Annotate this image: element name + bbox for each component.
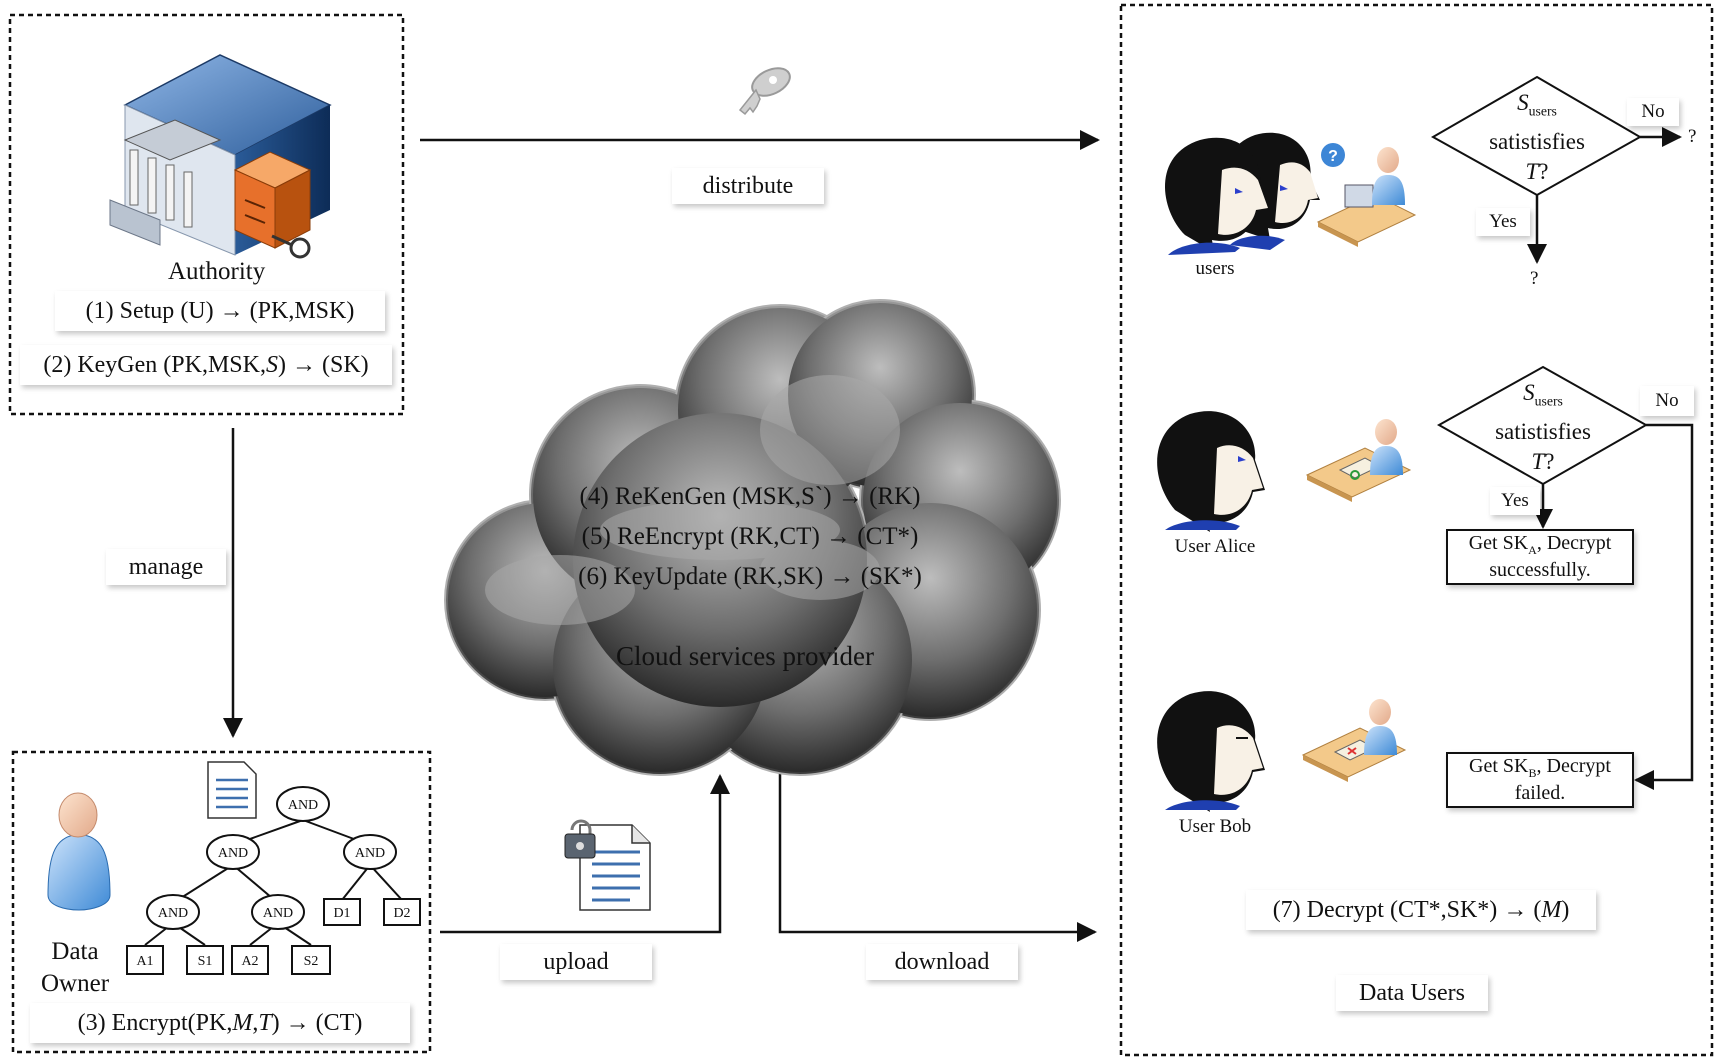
success-box: Get SKA, Decrypt successfully. xyxy=(1446,529,1634,585)
upload-arrow xyxy=(440,774,730,934)
key-icon xyxy=(738,67,791,116)
tree-leaf-s1 xyxy=(186,945,224,975)
bob-desk-icon xyxy=(1301,699,1407,782)
users-label: users xyxy=(1195,258,1235,279)
upload-label: upload xyxy=(500,944,652,980)
bob-head-icon xyxy=(1157,691,1265,812)
tree-node-left-right-label: AND xyxy=(263,906,293,921)
setup-input: (U) xyxy=(180,298,214,324)
users-yes-result: ? xyxy=(1530,268,1539,289)
tree-leaf-d2-label: D2 xyxy=(393,906,410,921)
cloud-icon xyxy=(444,299,1061,776)
tree-leaf-a2 xyxy=(231,945,269,975)
alice-condition: Susers satistisfies T? xyxy=(1495,380,1591,474)
tree-leaf-s1-label: S1 xyxy=(198,954,213,969)
tree-node-left xyxy=(206,834,260,870)
tree-node-left-label: AND xyxy=(218,846,248,861)
data-owner-label: Data Owner xyxy=(40,938,110,997)
users-yes-label: Yes xyxy=(1476,208,1530,236)
keyupdate-step: (6) KeyUpdate (RK,SK) → (SK*) xyxy=(578,563,922,590)
keygen-input: (PK,MSK,S) xyxy=(163,352,286,378)
users-group-icon xyxy=(1165,132,1320,255)
data-owner-person-icon xyxy=(47,792,111,911)
alice-label: User Alice xyxy=(1174,536,1256,557)
tree-leaf-d1 xyxy=(323,898,361,926)
setup-step: (1) Setup (U) → (PK,MSK) xyxy=(55,291,385,331)
tree-leaf-d1-label: D1 xyxy=(333,906,350,921)
arrow-symbol: → xyxy=(219,298,244,324)
manage-label: manage xyxy=(106,549,226,585)
tree-node-left-left-label: AND xyxy=(158,906,188,921)
alice-yes-label: Yes xyxy=(1490,487,1540,515)
users-condition: Susers satistisfies T? xyxy=(1489,90,1585,184)
tree-node-root-label: AND xyxy=(288,798,318,813)
users-panel xyxy=(1119,3,1714,1057)
tree-leaf-s2-label: S2 xyxy=(304,954,319,969)
user-desk-question-icon: ? xyxy=(1316,143,1417,247)
encrypt-step: (3) Encrypt(PK,M,T) → (CT) xyxy=(30,1003,410,1043)
arrow-symbol: → xyxy=(291,352,316,378)
decrypt-step: (7) Decrypt (CT*,SK*) → (M) xyxy=(1246,890,1596,930)
tree-leaf-a1-label: A1 xyxy=(136,954,153,969)
tree-node-right xyxy=(343,834,397,870)
download-label: download xyxy=(866,944,1018,980)
tree-node-left-right xyxy=(251,894,305,930)
svg-text:?: ? xyxy=(1328,148,1338,165)
authority-building-icon xyxy=(109,54,332,259)
failure-box: Get SKB, Decrypt failed. xyxy=(1446,752,1634,808)
users-no-result: ? xyxy=(1688,126,1697,147)
access-tree-nodes: AND AND AND AND AND D1 D2 A1 S1 A2 S2 xyxy=(126,786,421,975)
users-no-label: No xyxy=(1627,98,1679,126)
policy-document-icon xyxy=(207,761,257,819)
alice-no-arrow xyxy=(1634,423,1694,790)
distribute-label: distribute xyxy=(672,168,824,204)
alice-head-icon xyxy=(1157,411,1265,532)
tree-leaf-a2-label: A2 xyxy=(241,954,258,969)
tree-leaf-s2 xyxy=(291,945,331,975)
download-arrow xyxy=(778,772,1097,942)
authority-label: Authority xyxy=(168,258,266,285)
data-users-title: Data Users xyxy=(1336,975,1488,1011)
alice-desk-icon xyxy=(1305,419,1412,502)
owner-panel xyxy=(11,750,432,1054)
tree-node-left-left xyxy=(146,894,200,930)
cloud-label: Cloud services provider xyxy=(616,641,874,671)
tree-node-right-label: AND xyxy=(355,846,385,861)
keygen-step: (2) KeyGen (PK,MSK,S) → (SK) xyxy=(20,345,392,385)
tree-leaf-d2 xyxy=(383,898,421,926)
setup-name: (1) Setup xyxy=(85,298,175,324)
keygen-name: (2) KeyGen xyxy=(43,352,158,378)
locked-document-icon xyxy=(564,819,651,911)
bob-label: User Bob xyxy=(1178,816,1252,837)
keygen-output: (SK) xyxy=(321,352,369,378)
alice-no-label: No xyxy=(1640,386,1694,416)
tree-leaf-a1 xyxy=(126,945,164,975)
reencrypt-step: (5) ReEncrypt (RK,CT) → (CT*) xyxy=(581,523,919,550)
tree-node-root xyxy=(276,786,330,822)
setup-output: (PK,MSK) xyxy=(249,298,355,324)
rekengen-step: (4) ReKenGen (MSK,S`) → (RK) xyxy=(579,483,921,510)
